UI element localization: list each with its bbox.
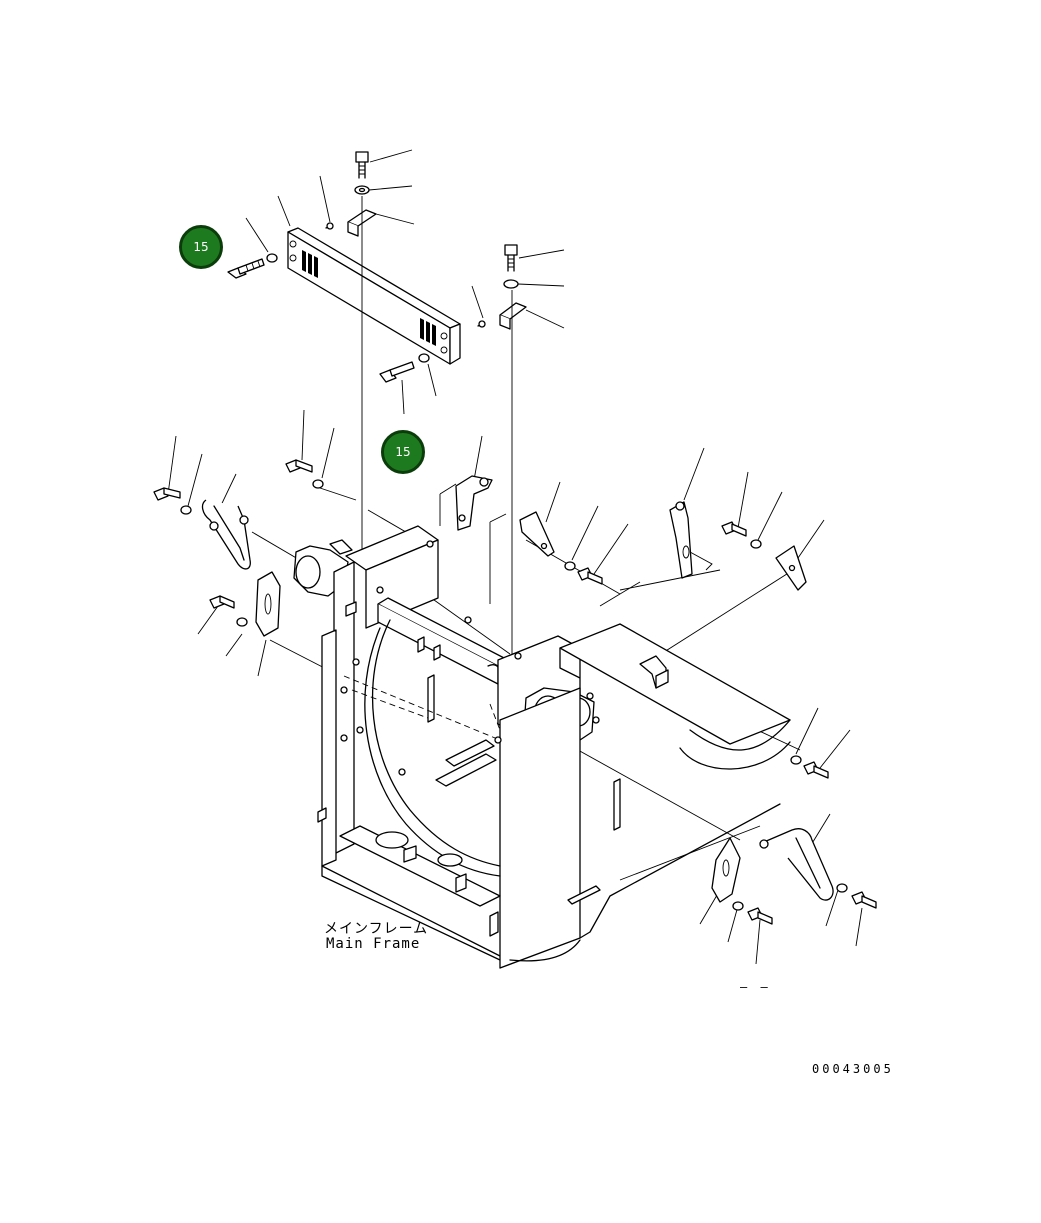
beam-end-bolt [227, 258, 265, 279]
main-frame [317, 525, 791, 969]
center-bolt [577, 567, 603, 585]
center-plate [519, 511, 555, 557]
top-washer-right [503, 279, 519, 289]
right-handrail [759, 828, 834, 901]
left-bolt-upper [153, 487, 181, 501]
frame-label-japanese: メインフレーム [324, 921, 429, 937]
right-hanger-bracket [669, 501, 693, 579]
drawing-code: 00043005 [812, 1062, 894, 1076]
left-bolt-mid [285, 459, 313, 473]
top-bolt-left [355, 151, 369, 179]
right-cover-plate [711, 837, 741, 903]
right-bolt-bottom [851, 891, 877, 909]
right-small-plate [775, 545, 807, 591]
right-bolt-cover [747, 907, 773, 925]
upper-bracket-center [455, 475, 493, 531]
beam-lower-bolt [379, 361, 415, 383]
dash-mark: – – [740, 980, 771, 994]
right-bolt-lower [803, 761, 829, 779]
top-bracket-right [499, 302, 527, 330]
leader-lines [167, 149, 863, 965]
top-bolt-right [504, 244, 518, 272]
left-bolt-lower [209, 595, 235, 609]
callout-badge-lower: 15 [381, 430, 425, 474]
frame-label-english: Main Frame [326, 936, 421, 952]
right-member-clip [639, 655, 669, 689]
callout-badge-upper: 15 [179, 225, 223, 269]
left-cover-plate [255, 571, 281, 637]
cross-beam [287, 227, 461, 365]
right-bolt-upper [721, 521, 747, 537]
left-handrail [201, 499, 251, 570]
top-washer-left [354, 185, 370, 195]
